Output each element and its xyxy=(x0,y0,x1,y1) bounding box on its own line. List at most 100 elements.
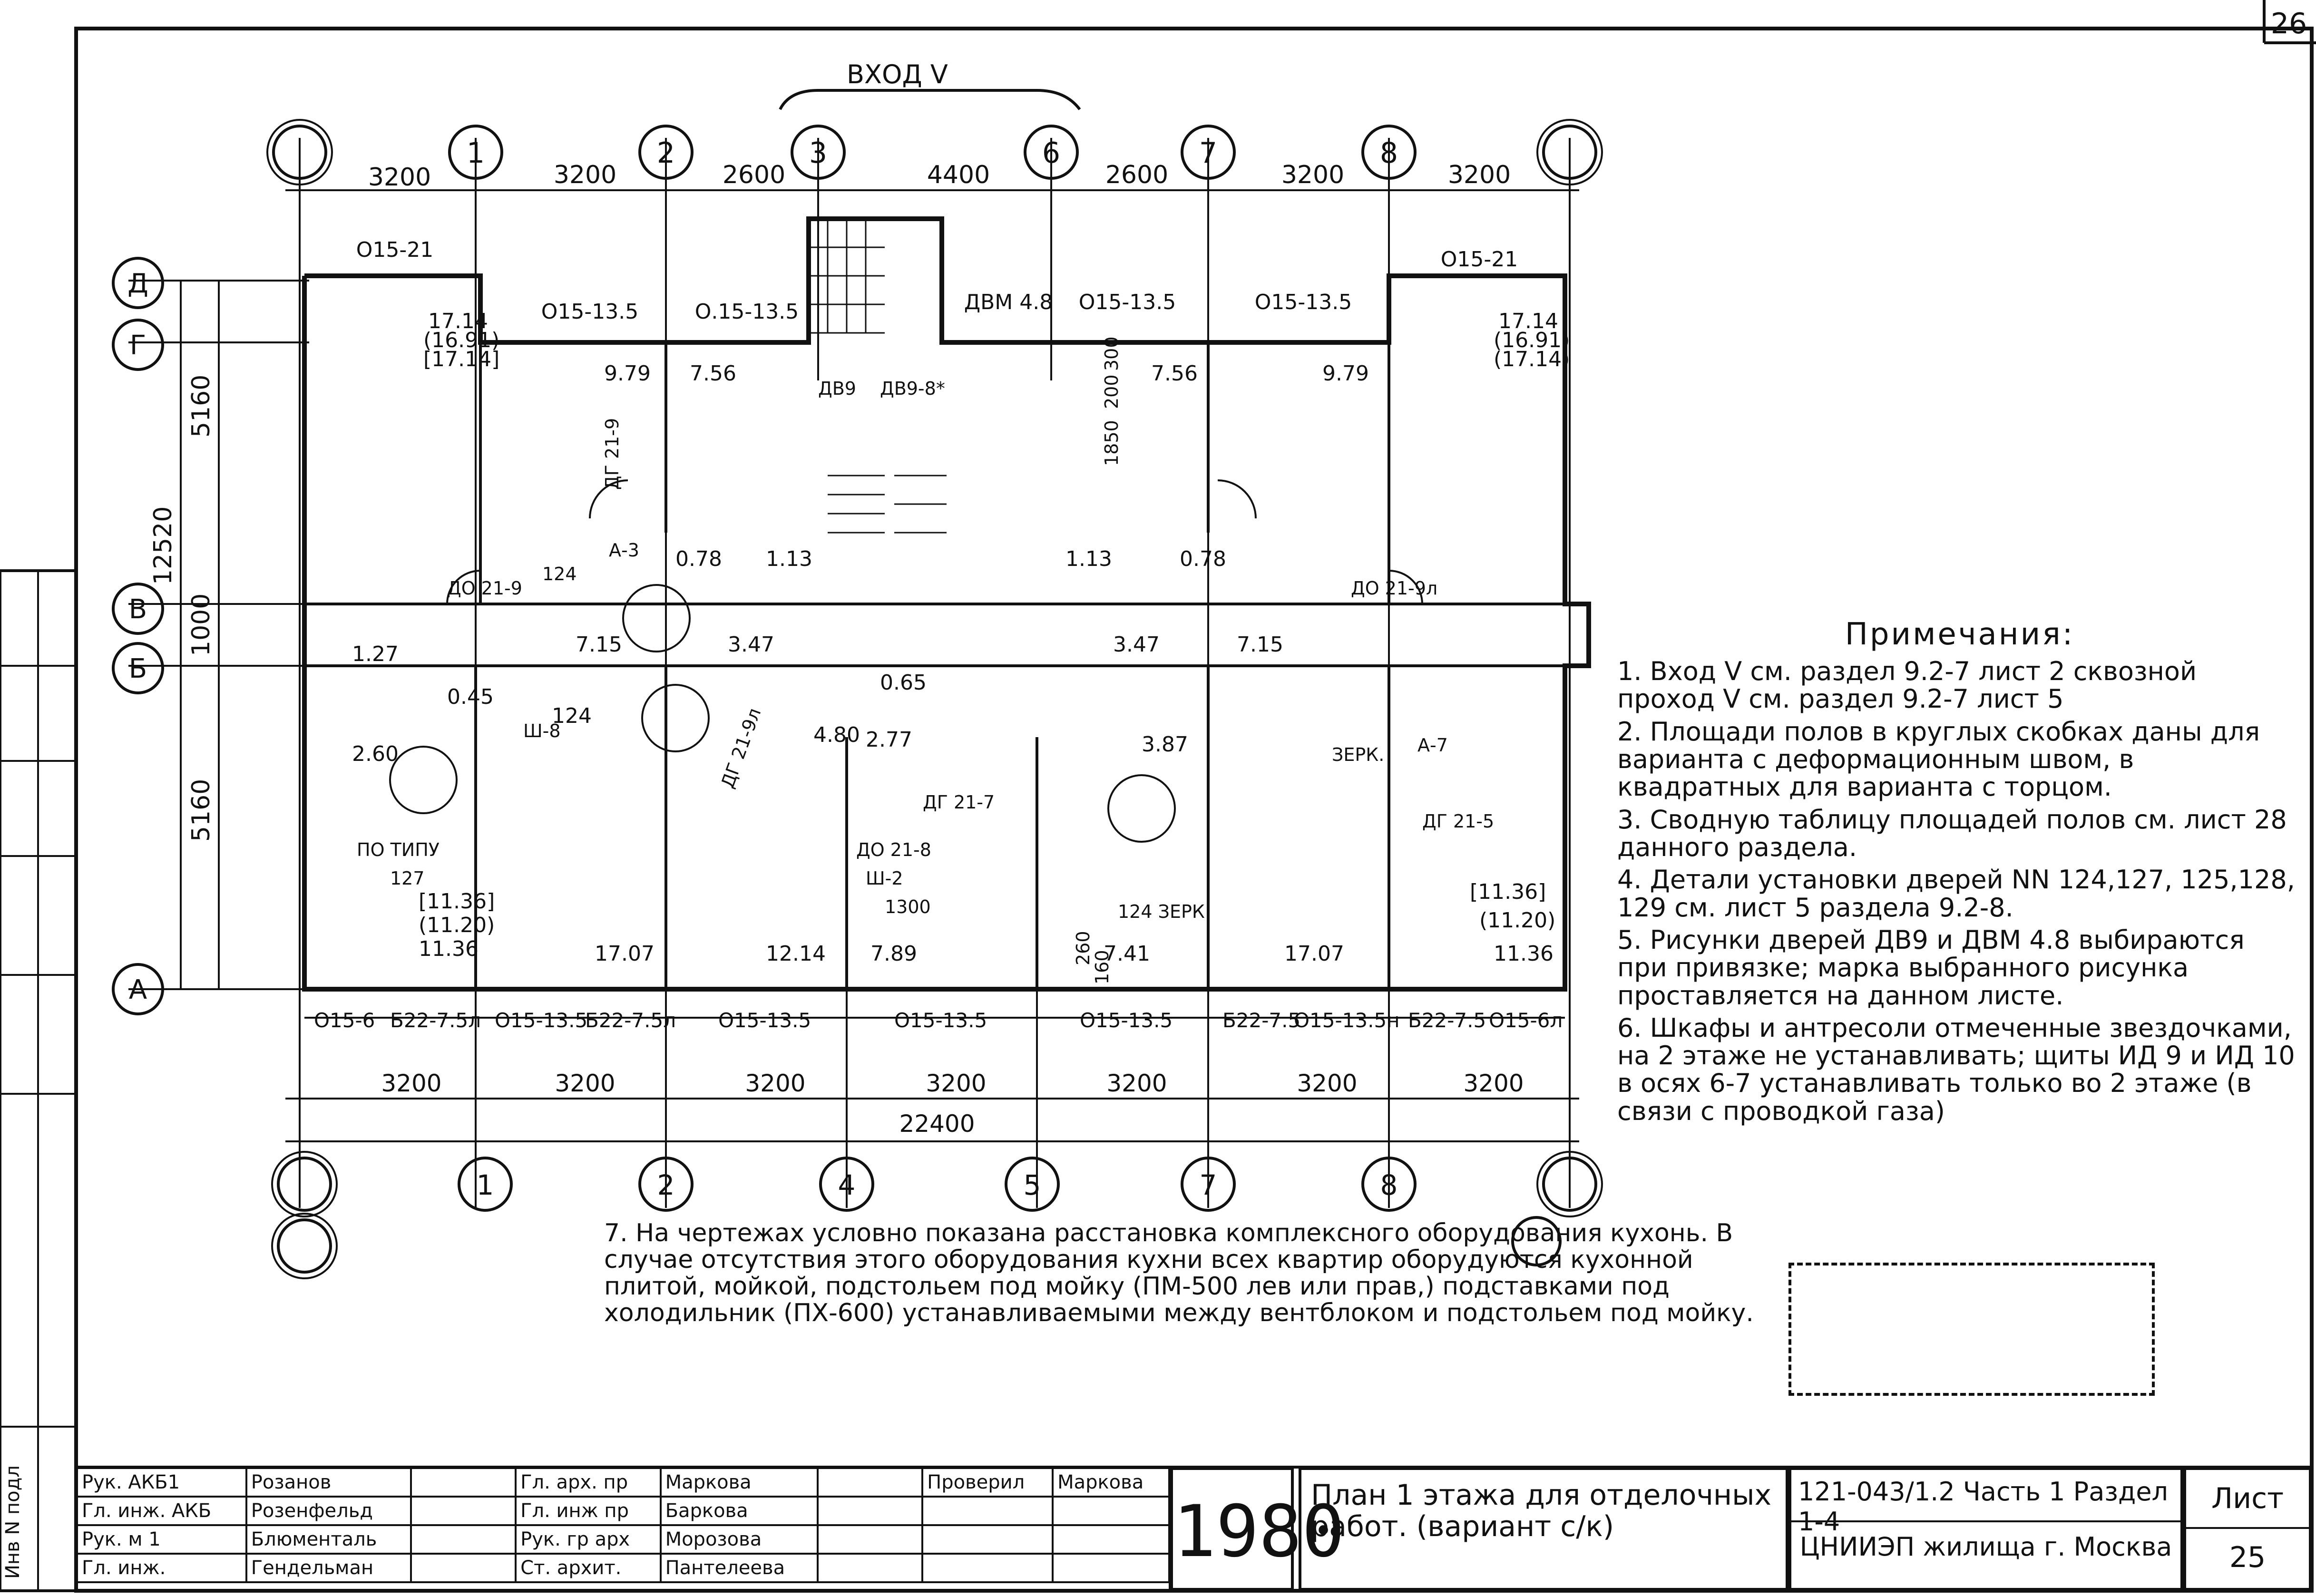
inventory-label: Инв N подл xyxy=(2,1465,24,1579)
axis-lines xyxy=(128,138,1571,1208)
note-3: 3. Сводную таблицу площадей полов см. ли… xyxy=(1617,804,2287,862)
area-r2: 9.79 xyxy=(604,361,651,386)
axis-bottom-7: 7 xyxy=(1200,1169,1217,1201)
dim-top-2: 3200 xyxy=(554,161,616,189)
dim-bottom-4: 3200 xyxy=(926,1070,986,1097)
door-label-14: 127 xyxy=(390,868,425,889)
axis-left-b: Б xyxy=(129,653,147,684)
door-label-7: ДГ 21-5 xyxy=(1422,811,1494,832)
window-bottom-3: О15-13.5 xyxy=(495,1009,587,1032)
dim-bottom-6: 3200 xyxy=(1297,1070,1357,1097)
organization: ЦНИИЭП жилища г. Москва xyxy=(1799,1532,2172,1562)
area-r9: 3.47 xyxy=(1113,633,1160,657)
window-top-2: О15-13.5 xyxy=(541,300,638,324)
name-cell: Баркова xyxy=(659,1496,819,1526)
door-label-2: ДО 21-9л xyxy=(1351,578,1437,599)
area-r4: 7.56 xyxy=(1151,361,1198,386)
sheet-label: Лист xyxy=(2186,1470,2309,1529)
sheet-number-cell: Лист 25 xyxy=(2183,1467,2312,1591)
role-cell: Гл. инж. xyxy=(76,1553,247,1583)
area-r28: 0.78 xyxy=(1180,547,1226,571)
area-r21b: (11.20) xyxy=(1479,908,1555,933)
area-r24: 3.87 xyxy=(1142,732,1188,757)
name-cell: Морозова xyxy=(659,1524,819,1555)
code-cell: 121-043/1.2 Часть 1 Раздел 1-4 ЦНИИЭП жи… xyxy=(1788,1467,2183,1591)
area-r6c: (17.14) xyxy=(1494,347,1570,371)
axis-left-g: Г xyxy=(130,330,146,361)
area-r10: 7.15 xyxy=(1237,633,1283,657)
axis-bottom-1: 1 xyxy=(477,1169,494,1201)
area-r19: 7.41 xyxy=(1104,942,1150,966)
dim-top-6: 3200 xyxy=(1281,161,1344,189)
role-cell: Гл. инж пр xyxy=(515,1496,662,1526)
door-label-18: ДВ9-8* xyxy=(880,378,945,399)
axis-bottom-4: 4 xyxy=(838,1169,856,1201)
area-r5: 9.79 xyxy=(1322,361,1369,386)
door-label-8: А-3 xyxy=(609,540,639,561)
dim-top-7: 3200 xyxy=(1448,161,1511,189)
axis-top-1: 1 xyxy=(467,136,485,170)
dim-top-4: 4400 xyxy=(927,161,990,189)
window-top-1: О15-21 xyxy=(356,238,434,262)
signature-row: Рук. АКБ1 Розанов Гл. арх. пр Маркова Пр… xyxy=(76,1467,1170,1498)
name-cell: Маркова xyxy=(1052,1467,1170,1498)
axis-bottom-5: 5 xyxy=(1024,1169,1041,1201)
area-r27: 1.13 xyxy=(766,547,812,571)
window-bottom-9: О15-13.5н xyxy=(1294,1009,1400,1032)
door-label-19: 1850 xyxy=(1101,420,1122,466)
dim-bottom-7: 3200 xyxy=(1463,1070,1524,1097)
area-r20: 17.07 xyxy=(1284,942,1344,966)
signature-row: Рук. м 1 Блюменталь Рук. гр арх Морозова xyxy=(76,1524,1170,1555)
dim-bottom-1: 3200 xyxy=(381,1070,441,1097)
dim-top-5: 2600 xyxy=(1105,161,1168,189)
role-cell: Гл. арх. пр xyxy=(515,1467,662,1498)
note-6: 6. Шкафы и антресоли отмеченные звездочк… xyxy=(1617,1012,2295,1126)
axis-left-a: А xyxy=(129,974,147,1005)
entrance-label: ВХОД V xyxy=(847,59,948,89)
window-bottom-4: Б22-7.5л xyxy=(585,1009,676,1032)
door-label-21: 200 xyxy=(1101,374,1122,409)
window-top-5: О15-13.5 xyxy=(1255,290,1352,314)
axis-bubbles-left xyxy=(112,257,164,1015)
role-cell: Рук. м 1 xyxy=(76,1524,247,1555)
axis-top-3: 3 xyxy=(809,136,827,170)
area-r11: 1.27 xyxy=(352,642,399,666)
signature-cell xyxy=(410,1496,517,1526)
area-r3: 7.56 xyxy=(690,361,736,386)
window-bottom-8: Б22-7.5 xyxy=(1222,1009,1300,1032)
dim-bottom-total: 22400 xyxy=(899,1110,975,1138)
dim-left-2: 1000 xyxy=(187,594,215,656)
area-r6b: (16.91) xyxy=(1494,328,1570,352)
area-r25: 0.65 xyxy=(880,671,927,695)
note-1: 1. Вход V см. раздел 9.2-7 лист 2 сквозн… xyxy=(1617,656,2197,714)
axis-top-6: 6 xyxy=(1042,136,1060,170)
dim-left-1: 5160 xyxy=(187,375,215,438)
door-label-11: Ш-2 xyxy=(866,868,903,889)
dim-top-3: 2600 xyxy=(723,161,785,189)
axis-bubbles-top xyxy=(266,119,1603,185)
area-r1b: (16.91) xyxy=(423,328,499,352)
name-cell xyxy=(1052,1524,1170,1555)
door-label-16: ЗЕРК. xyxy=(1332,744,1384,765)
building-walls xyxy=(302,216,1591,992)
window-top-3: О.15-13.5 xyxy=(695,300,799,324)
note-4: 4. Детали установки дверей NN 124,127, 1… xyxy=(1617,865,2295,923)
dim-bottom-3: 3200 xyxy=(745,1070,805,1097)
notes-block: Примечания: 1. Вход V см. раздел 9.2-7 л… xyxy=(1617,618,2302,1130)
area-r22: 4.80 xyxy=(813,723,860,747)
axis-bottom-2: 2 xyxy=(657,1169,675,1201)
sheet-number: 25 xyxy=(2229,1541,2266,1574)
role-cell: Ст. архит. xyxy=(515,1553,662,1583)
dim-bottom-5: 3200 xyxy=(1106,1070,1167,1097)
door-label-24: 1300 xyxy=(885,896,931,917)
role-cell xyxy=(921,1496,1054,1526)
axis-top-7: 7 xyxy=(1199,136,1217,170)
door-label-9: А-7 xyxy=(1417,735,1448,756)
axis-left-v: В xyxy=(129,594,147,625)
door-label-17: ДВ9 xyxy=(818,378,856,399)
signature-row: Гл. инж. АКБ Розенфельд Гл. инж пр Барко… xyxy=(76,1496,1170,1526)
area-r1: 17.14 xyxy=(428,309,488,333)
area-r17: 12.14 xyxy=(766,942,826,966)
note-7: 7. На чертежах условно показана расстано… xyxy=(604,1219,1754,1328)
name-cell: Маркова xyxy=(659,1467,819,1498)
